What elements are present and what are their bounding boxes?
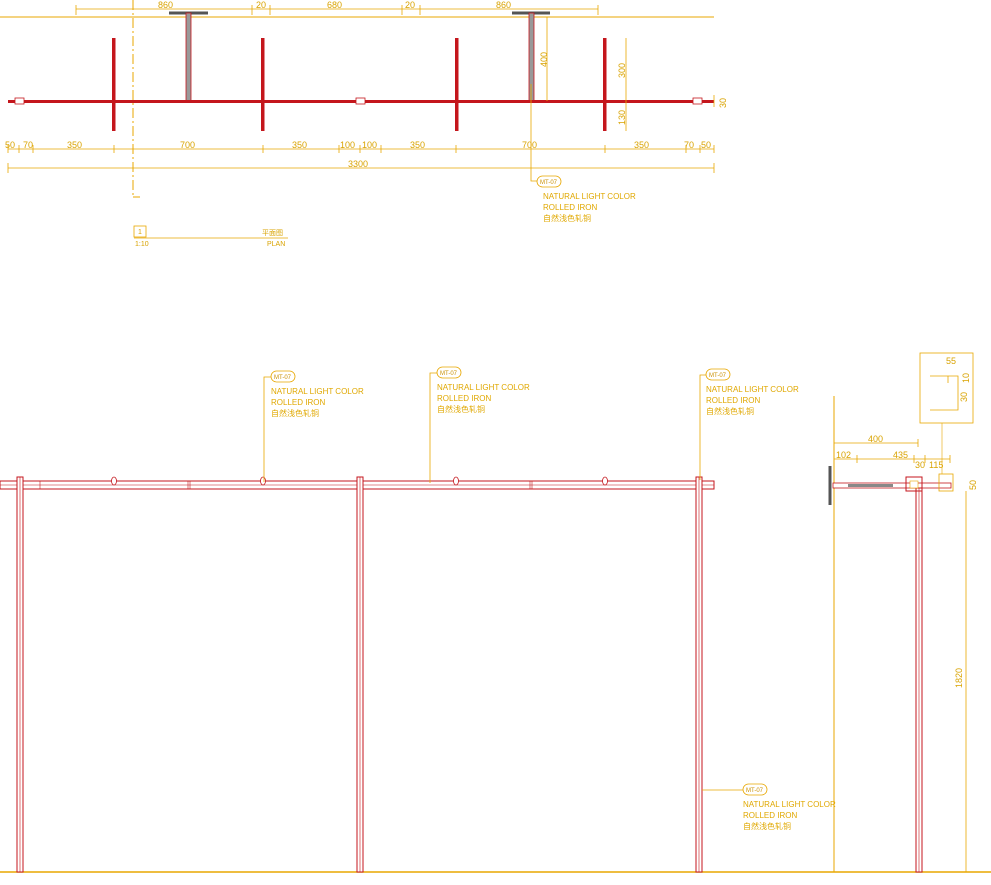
plan-view: 860 20 680 20 860 bbox=[0, 0, 728, 248]
beam-fasteners bbox=[111, 476, 608, 486]
right-dim-400: 400 bbox=[539, 52, 549, 67]
section-end-cap bbox=[905, 476, 923, 492]
elevation-callout-1-tag: MT-07 bbox=[274, 375, 292, 381]
elevation-callout-1-line2: ROLLED IRON bbox=[271, 398, 325, 407]
right-dim-30: 30 bbox=[718, 98, 728, 108]
section-dim-115: 115 bbox=[929, 460, 943, 470]
elevation-callout-2-tag: MT-07 bbox=[440, 371, 458, 377]
beam-joints bbox=[14, 97, 703, 105]
bottom-dim-700-a: 700 bbox=[180, 140, 195, 150]
plan-callout-tag: MT-07 bbox=[540, 180, 558, 186]
top-dim-20-right: 20 bbox=[405, 0, 415, 10]
bottom-dim-50-left: 50 bbox=[5, 140, 15, 150]
bottom-dim-100-a: 100 bbox=[340, 140, 355, 150]
section-dim-400: 400 bbox=[868, 434, 883, 444]
bottom-dimension-ticks bbox=[7, 145, 715, 153]
hanging-rod-left bbox=[169, 11, 208, 102]
elevation-callout-4-line3: 自然浅色轧铜 bbox=[743, 821, 791, 831]
section-dim-102: 102 bbox=[836, 450, 851, 460]
total-dim-3300: 3300 bbox=[348, 159, 368, 169]
right-dim-130: 130 bbox=[617, 110, 627, 125]
fins-plan bbox=[112, 38, 607, 131]
bottom-dim-70-left: 70 bbox=[23, 140, 33, 150]
detail-dim-55: 55 bbox=[946, 356, 956, 366]
elevation-view: MT-07 NATURAL LIGHT COLOR ROLLED IRON 自然… bbox=[0, 366, 991, 873]
top-dimension-ticks bbox=[75, 5, 599, 15]
section-arm-hatch bbox=[848, 484, 893, 487]
elevation-callout-1-line3: 自然浅色轧铜 bbox=[271, 408, 319, 418]
plan-callout-line1: NATURAL LIGHT COLOR bbox=[543, 192, 636, 201]
title-name-cn: 平面图 bbox=[262, 229, 283, 237]
bottom-dim-70-right: 70 bbox=[684, 140, 694, 150]
top-dim-20-left: 20 bbox=[256, 0, 266, 10]
elevation-callout-2-line3: 自然浅色轧铜 bbox=[437, 404, 485, 414]
posts bbox=[16, 476, 703, 873]
plan-callout-line3: 自然浅色轧铜 bbox=[543, 213, 591, 223]
elevation-callout-4-line2: ROLLED IRON bbox=[743, 811, 797, 820]
top-dim-860-left: 860 bbox=[158, 0, 173, 10]
bottom-dim-350-c: 350 bbox=[410, 140, 425, 150]
elevation-callout-3-tag: MT-07 bbox=[709, 373, 727, 379]
title-number: 1 bbox=[138, 229, 142, 236]
bottom-dim-350-b: 350 bbox=[292, 140, 307, 150]
elevation-callout-4-line1: NATURAL LIGHT COLOR bbox=[743, 800, 836, 809]
elevation-callout-4: MT-07 NATURAL LIGHT COLOR ROLLED IRON 自然… bbox=[702, 783, 836, 831]
plan-callout-tag-box bbox=[536, 175, 562, 188]
bottom-dim-100-b: 100 bbox=[362, 140, 377, 150]
elevation-callout-3-line2: ROLLED IRON bbox=[706, 396, 760, 405]
section-view: 400 102 435 30 115 50 1820 55 30 10 bbox=[828, 352, 978, 873]
section-dim-50: 50 bbox=[968, 480, 978, 490]
top-dim-680: 680 bbox=[327, 0, 342, 10]
plan-callout-line2: ROLLED IRON bbox=[543, 203, 597, 212]
elevation-callout-2: MT-07 NATURAL LIGHT COLOR ROLLED IRON 自然… bbox=[429, 366, 530, 483]
detail-dim-10: 10 bbox=[961, 373, 971, 383]
elevation-callout-2-line1: NATURAL LIGHT COLOR bbox=[437, 383, 530, 392]
plan-callout-leader bbox=[530, 84, 537, 182]
elevation-callout-2-line2: ROLLED IRON bbox=[437, 394, 491, 403]
beam-seams bbox=[39, 481, 533, 489]
elevation-callout-1: MT-07 NATURAL LIGHT COLOR ROLLED IRON 自然… bbox=[263, 370, 364, 482]
section-dim-30: 30 bbox=[915, 460, 925, 470]
top-dim-860-right: 860 bbox=[496, 0, 511, 10]
title-number-box bbox=[133, 225, 147, 238]
elevation-callout-4-tag: MT-07 bbox=[746, 788, 764, 794]
title-scale: 1:10 bbox=[135, 241, 149, 248]
bottom-dim-700-b: 700 bbox=[522, 140, 537, 150]
right-dim-300: 300 bbox=[617, 63, 627, 78]
elevation-callout-3-line1: NATURAL LIGHT COLOR bbox=[706, 385, 799, 394]
elevation-callout-1-line1: NATURAL LIGHT COLOR bbox=[271, 387, 364, 396]
elevation-callout-3-line3: 自然浅色轧铜 bbox=[706, 406, 754, 416]
section-dim-1820: 1820 bbox=[954, 668, 964, 688]
detail-profile bbox=[930, 375, 959, 411]
bottom-dim-50-right: 50 bbox=[701, 140, 711, 150]
bottom-dim-350-d: 350 bbox=[634, 140, 649, 150]
section-dim-435: 435 bbox=[893, 450, 908, 460]
title-name-en: PLAN bbox=[267, 241, 285, 248]
detail-dim-30: 30 bbox=[959, 392, 969, 402]
detail-box bbox=[919, 352, 974, 424]
bottom-dim-350-a: 350 bbox=[67, 140, 82, 150]
elevation-callout-3: MT-07 NATURAL LIGHT COLOR ROLLED IRON 自然… bbox=[699, 368, 799, 480]
